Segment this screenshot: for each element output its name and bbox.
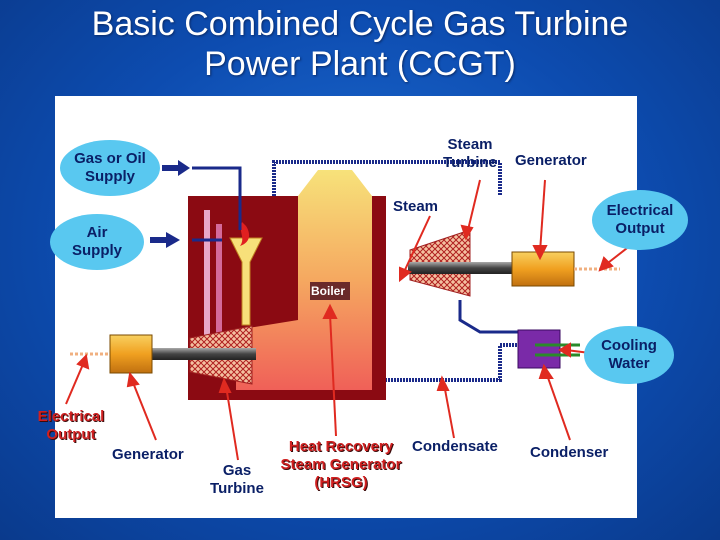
air-supply-label: Air Supply xyxy=(71,224,122,259)
arrow-condenser xyxy=(545,371,571,441)
arrow-generator-top xyxy=(539,179,546,253)
arrow-generator-bottom xyxy=(131,379,157,441)
steam-pipe xyxy=(272,160,502,196)
hrsg-tube-right xyxy=(216,224,222,354)
arrow-steam-turbine-head xyxy=(460,224,474,241)
boiler-label: Boiler xyxy=(311,284,346,298)
generator-top-label: Generator xyxy=(515,152,587,169)
arrow-generator-bottom-head xyxy=(126,371,140,388)
generator-bottom xyxy=(109,334,153,374)
boiler-box xyxy=(310,282,350,300)
cooling-water-bubble: Cooling Water xyxy=(584,326,674,384)
arrow-electrical-output-left xyxy=(65,361,85,405)
hrsg-text: Heat Recovery Steam Generator (HRSG) xyxy=(280,438,402,491)
gas-oil-supply-bubble: Gas or Oil Supply xyxy=(60,140,160,196)
arrow-electrical-output-left-head xyxy=(76,353,90,370)
hrsg-label: Heat Recovery Steam Generator (HRSG) xyxy=(266,438,416,492)
arrow-steam xyxy=(403,215,431,273)
steam-turbine-label: Steam Turbine xyxy=(430,136,510,172)
arrow-steam-turbine xyxy=(467,179,481,231)
arrow-cooling-water-head xyxy=(558,342,571,358)
combustor xyxy=(229,237,263,326)
gas-turbine-text: Gas Turbine xyxy=(210,462,264,497)
condenser xyxy=(517,329,561,369)
steam-turbine-text: Steam Turbine xyxy=(443,136,497,171)
gas-turbine-shaft xyxy=(152,348,256,360)
steam-turbine-shaft xyxy=(408,262,512,274)
gas-turbine-label: Gas Turbine xyxy=(202,462,272,498)
condensate-pipe xyxy=(386,343,520,382)
arrow-generator-top-head xyxy=(532,245,548,261)
arrow-electrical-output-right-head xyxy=(598,256,614,272)
cooling-water-label: Cooling Water xyxy=(601,337,657,372)
hrsg-tube-left xyxy=(204,210,210,370)
title-line-2: Power Plant (CCGT) xyxy=(204,45,516,83)
arrow-gas-turbine xyxy=(225,385,239,461)
flame-icon xyxy=(240,222,250,246)
electrical-output-right-bubble: Electrical Output xyxy=(592,190,688,250)
arrow-gas-turbine-head xyxy=(218,377,232,393)
arrow-condenser-head xyxy=(538,363,554,379)
callout-arrows xyxy=(65,179,641,461)
title-line-1: Basic Combined Cycle Gas Turbine xyxy=(91,5,629,43)
hrsg-fire-zone xyxy=(236,170,372,390)
electrical-output-left-text: Electrical Output xyxy=(37,408,105,443)
arrow-condensate-head xyxy=(436,375,450,391)
steam-label: Steam xyxy=(393,198,439,215)
air-supply-arrow xyxy=(150,232,180,248)
arrow-condensate xyxy=(443,383,455,439)
electrical-output-left-label: Electrical Output xyxy=(26,408,116,444)
electrical-output-right-label: Electrical Output xyxy=(606,202,674,237)
arrow-hrsg-head xyxy=(322,303,338,319)
generator-top xyxy=(511,251,575,287)
arrow-hrsg xyxy=(329,313,337,437)
gas-supply-arrow xyxy=(162,160,190,176)
gas-oil-supply-label: Gas or Oil Supply xyxy=(74,150,146,185)
condensate-label: Condensate xyxy=(412,438,498,455)
condenser-label: Condenser xyxy=(530,444,609,461)
turbine-to-condenser-pipe xyxy=(458,300,520,334)
generator-bottom-label: Generator xyxy=(112,446,184,463)
air-supply-bubble: Air Supply xyxy=(50,214,144,270)
arrow-steam-head xyxy=(399,266,412,283)
gas-supply-pipe xyxy=(192,166,242,230)
slide-title: Basic Combined Cycle Gas Turbine Power P… xyxy=(0,4,720,84)
